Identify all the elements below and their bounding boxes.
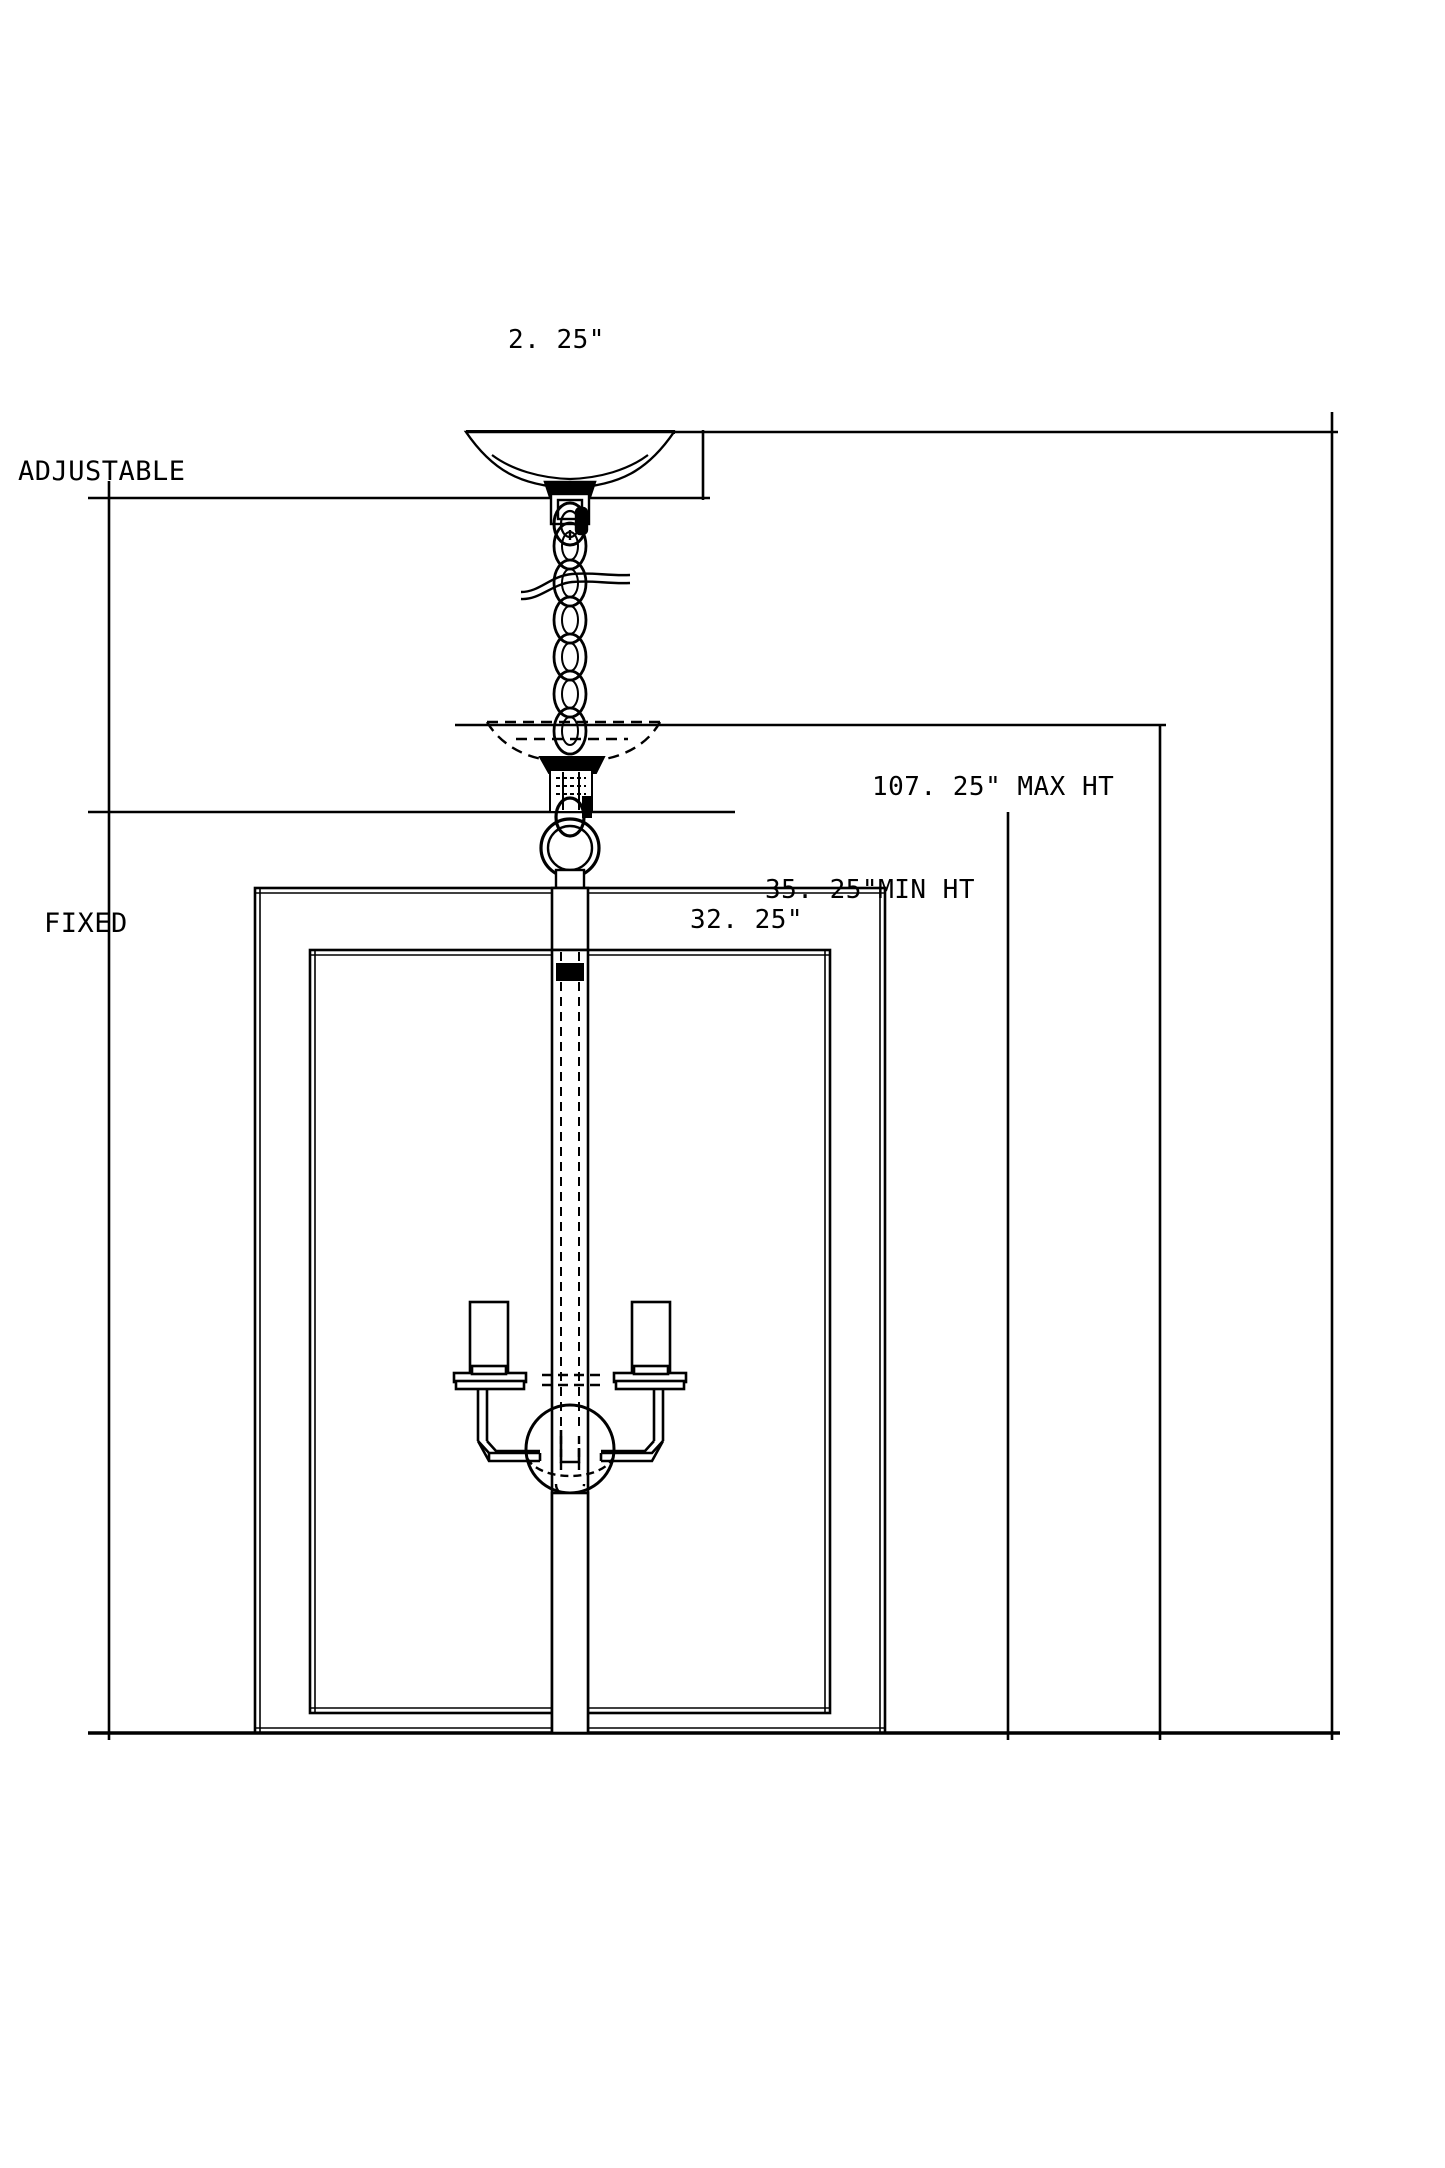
dimension-label-min-height: 35. 25"MIN HT <box>765 875 975 905</box>
bobeche-right <box>612 1364 688 1391</box>
dimension-label-body-height: 32. 25" <box>690 905 804 935</box>
lower-canopy <box>485 720 662 762</box>
canopy-collar <box>549 492 591 547</box>
region-label-adjustable: ADJUSTABLE <box>18 456 186 487</box>
bobeche-left <box>452 1364 528 1391</box>
dimension-label-max-height: 107. 25" MAX HT <box>872 772 1115 802</box>
center-stem-joint <box>556 963 584 981</box>
region-label-fixed: FIXED <box>44 908 128 939</box>
sphere-socket-detail <box>559 1430 581 1464</box>
power-cord <box>520 572 631 601</box>
arm-assembly <box>476 1389 665 1463</box>
ceiling-canopy <box>463 430 677 499</box>
dimension-label-canopy-height: 2. 25" <box>508 325 605 355</box>
lower-collar-detail <box>549 769 593 818</box>
center-bobeche-band <box>542 1373 602 1387</box>
suspension-ring <box>539 796 601 892</box>
center-stem-hidden-detail <box>560 952 580 1432</box>
stem-bottom-segment <box>550 1491 590 1735</box>
hanging-chain <box>552 521 588 756</box>
